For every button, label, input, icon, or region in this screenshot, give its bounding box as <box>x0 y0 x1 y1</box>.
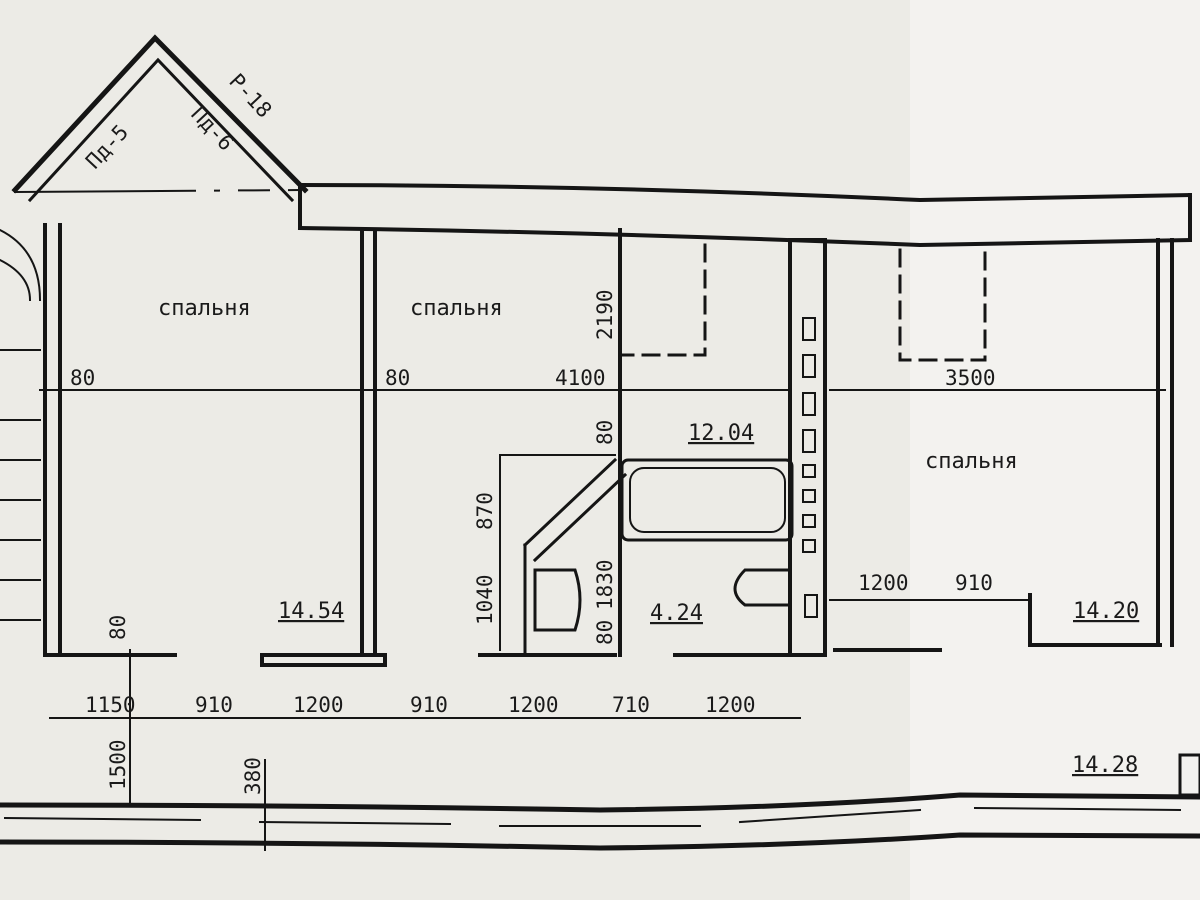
dim-label: 1200 <box>293 693 344 717</box>
room-area: 12.04 <box>688 421 754 446</box>
dim-label: 1200 <box>508 693 559 717</box>
dim-label: 710 <box>612 693 650 717</box>
dim-label: 3500 <box>945 366 996 390</box>
toilet <box>733 568 792 607</box>
dim-label: 870 <box>473 492 497 530</box>
dim-label: 910 <box>955 571 993 595</box>
dim-label: 1150 <box>85 693 136 717</box>
top-wall <box>297 182 1193 248</box>
vent-shaft <box>802 317 818 618</box>
walls <box>43 223 1174 667</box>
room-label: спальня <box>410 296 503 321</box>
bottom-wall <box>0 753 1200 851</box>
dim-label: 1500 <box>106 739 130 790</box>
dim-label: 80 <box>593 620 617 645</box>
corridor-area: 14.28 <box>1072 753 1138 778</box>
dim-label: 1830 <box>593 559 617 610</box>
closet-outline <box>898 248 987 362</box>
closet-outline <box>618 243 707 357</box>
dim-label: 910 <box>410 693 448 717</box>
dim-label: 380 <box>241 757 265 795</box>
room-label: спальня <box>158 296 251 321</box>
dim-label: 80 <box>106 615 130 640</box>
staircase <box>0 228 42 621</box>
dim-label: 1200 <box>705 693 756 717</box>
room-area: 14.20 <box>1073 599 1139 624</box>
dim-label: 910 <box>195 693 233 717</box>
dim-label: 4100 <box>555 366 606 390</box>
dim-label: 80 <box>70 366 95 390</box>
paper-fold <box>910 0 1200 900</box>
bathroom-area: 4.24 <box>650 601 703 626</box>
bathtub <box>620 458 794 542</box>
bathtub-inner <box>629 467 786 533</box>
dim-label: 2190 <box>593 289 617 340</box>
room-area: 14.54 <box>278 599 344 624</box>
dim-label: 80 <box>385 366 410 390</box>
sink <box>533 568 582 632</box>
dim-label: 1040 <box>473 574 497 625</box>
dim-label: 80 <box>593 420 617 445</box>
dimension-lines <box>39 229 1166 851</box>
dim-label: 1200 <box>858 571 909 595</box>
room-label: спальня <box>925 449 1018 474</box>
